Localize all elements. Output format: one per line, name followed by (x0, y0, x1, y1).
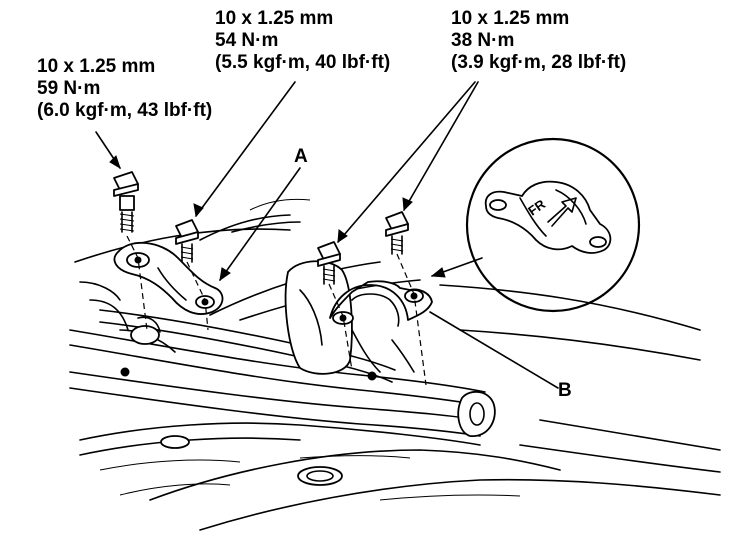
torque-spec-middle-nm: 54 N·m (215, 30, 279, 51)
torque-spec-middle-alt: (5.5 kgf·m, 40 lbf·ft) (215, 52, 391, 73)
callout-b: B (558, 380, 572, 401)
bolt-right-1 (317, 241, 341, 285)
alignment-lines (126, 235, 427, 386)
torque-spec-right-alt: (3.9 kgf·m, 28 lbf·ft) (451, 52, 627, 73)
leader-lines (95, 81, 559, 389)
bolt-left (113, 171, 139, 233)
callout-a: A (294, 146, 308, 167)
torque-spec-right-size: 10 x 1.25 mm (451, 8, 570, 29)
inset-detail (465, 137, 641, 313)
bushing-bracket-b (284, 260, 433, 375)
torque-spec-left-size: 10 x 1.25 mm (37, 56, 156, 77)
floor-panel (79, 419, 721, 531)
torque-spec-left-nm: 59 N·m (37, 78, 101, 99)
torque-spec-left: 10 x 1.25 mm 59 N·m (6.0 kgf·m, 43 lbf·f… (37, 56, 212, 122)
torque-spec-middle-size: 10 x 1.25 mm (215, 8, 334, 29)
torque-spec-right-nm: 38 N·m (451, 30, 515, 51)
bolt-middle (175, 219, 199, 263)
torque-spec-right: 10 x 1.25 mm 38 N·m (3.9 kgf·m, 28 lbf·f… (451, 8, 626, 74)
bolt-right-2 (385, 211, 409, 255)
torque-spec-left-alt: (6.0 kgf·m, 43 lbf·ft) (37, 100, 213, 121)
torque-spec-middle: 10 x 1.25 mm 54 N·m (5.5 kgf·m, 40 lbf·f… (215, 8, 390, 74)
bracket-a (113, 241, 224, 345)
